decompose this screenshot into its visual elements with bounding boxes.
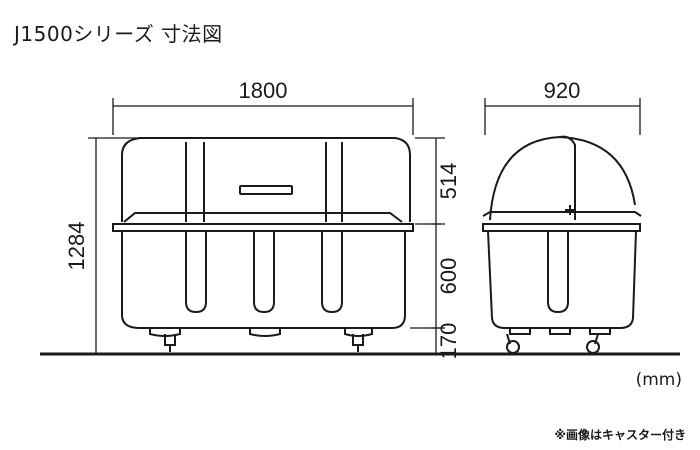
front-lid — [121, 137, 411, 222]
front-view — [112, 137, 414, 352]
dim-width-side: 920 — [544, 78, 581, 103]
dim-caster-height: 170 — [436, 323, 461, 360]
front-rim — [112, 223, 414, 232]
front-handle — [239, 185, 293, 195]
side-dome — [489, 135, 636, 221]
front-caster-left — [164, 334, 176, 352]
side-body — [487, 230, 637, 329]
dimension-lines — [88, 98, 641, 355]
caster-note: ※画像はキャスター付き — [554, 428, 686, 442]
front-caster-right — [352, 334, 364, 352]
dim-width-front: 1800 — [239, 78, 288, 103]
side-view — [482, 135, 642, 354]
dim-body-height: 600 — [436, 258, 461, 295]
side-caster-right — [586, 340, 600, 354]
side-caster-left — [506, 340, 520, 354]
dim-total-height: 1284 — [64, 222, 89, 271]
unit-label: (mm) — [635, 370, 682, 390]
side-rim — [482, 223, 641, 232]
front-body — [121, 231, 406, 329]
dim-lid-height: 514 — [436, 163, 461, 200]
page-title: J1500シリーズ 寸法図 — [14, 22, 223, 46]
